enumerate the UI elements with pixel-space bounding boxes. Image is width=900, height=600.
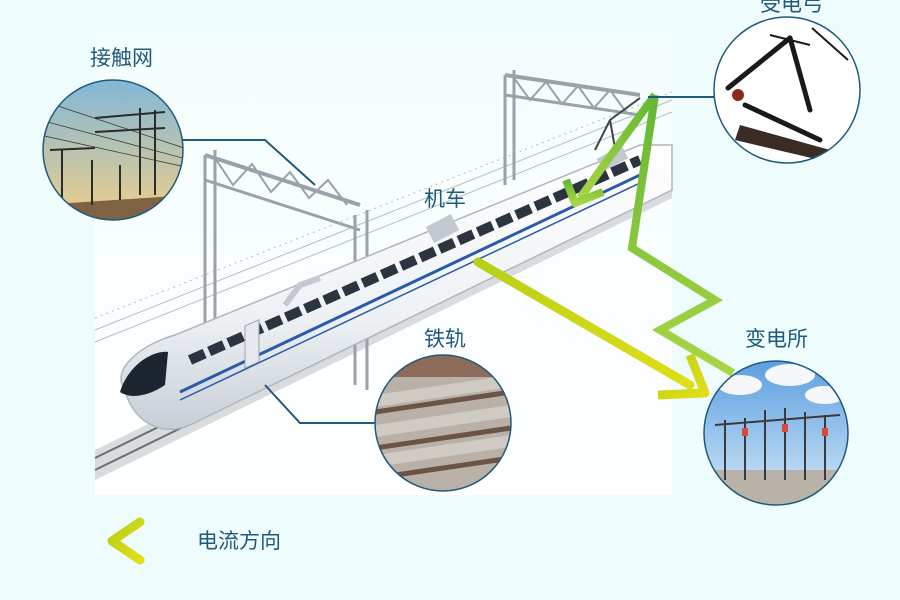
- label-locomotive: 机车: [424, 187, 466, 211]
- label-rail: 铁轨: [424, 327, 466, 351]
- legend-text: 电流方向: [197, 529, 281, 553]
- left-arrow-icon: [107, 517, 177, 565]
- current-path-yellow-arrow: [473, 257, 710, 400]
- rail-photo: [374, 354, 512, 492]
- catenary-mast-back: [503, 70, 641, 185]
- pantograph-on-train: [594, 97, 641, 151]
- label-catenary: 接触网: [90, 46, 153, 70]
- substation-photo: [703, 360, 849, 506]
- label-substation: 变电所: [745, 327, 808, 351]
- label-pantograph: 受电弓: [760, 0, 823, 16]
- leader-lines: [183, 96, 715, 424]
- overhead-wires: [94, 91, 673, 343]
- pantograph-photo: [713, 16, 861, 164]
- current-path-green-arrow: [562, 92, 736, 377]
- catenary-photo: [42, 79, 184, 221]
